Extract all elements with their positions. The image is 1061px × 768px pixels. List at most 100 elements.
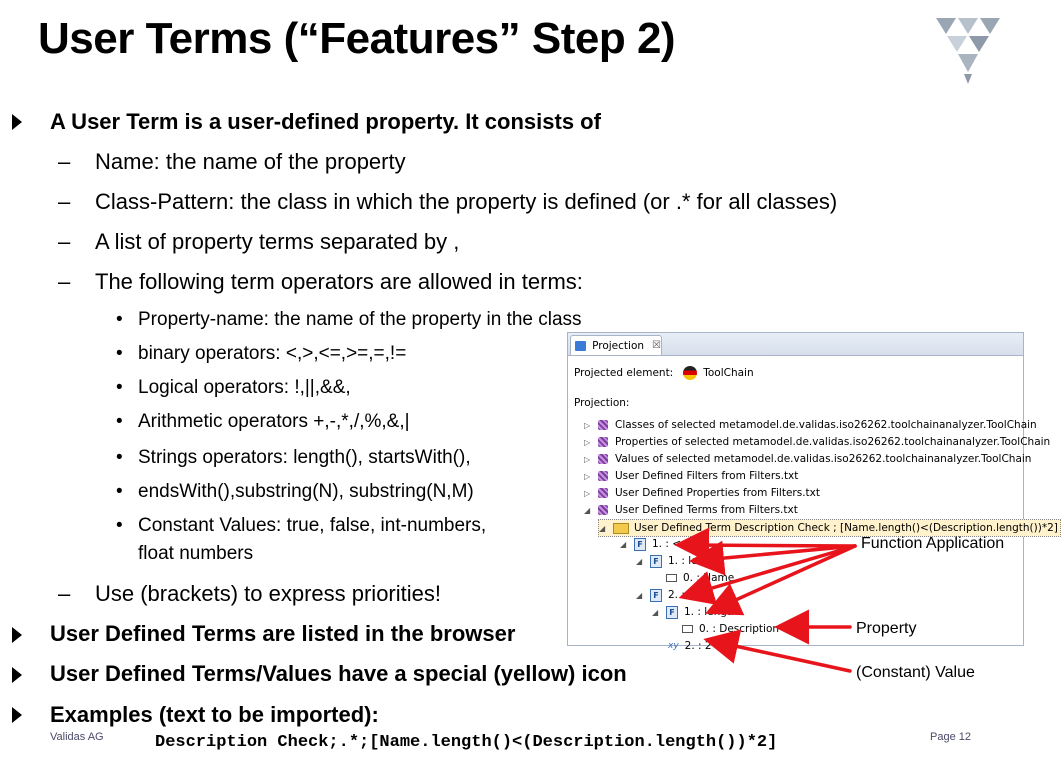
tree-item[interactable]: ◢ F 1. : <: [620, 536, 681, 552]
tree-item-label: 1. : length: [684, 606, 738, 618]
purple-grid-icon: [598, 454, 608, 464]
purple-grid-icon: [598, 420, 608, 430]
yellow-term-icon: [613, 522, 629, 534]
dot-marker: •: [116, 309, 123, 330]
collapse-icon[interactable]: ◢: [636, 590, 643, 600]
collapse-icon[interactable]: ◢: [652, 607, 659, 617]
dash-marker: –: [58, 229, 71, 254]
tree-item[interactable]: ▷ Classes of selected metamodel.de.valid…: [584, 417, 1037, 433]
tree-item-label: 2. : *: [668, 589, 694, 601]
slide-title: User Terms (“Features” Step 2): [38, 14, 676, 63]
tree-item-label: 0. : Description: [699, 623, 780, 635]
dot-marker: •: [116, 411, 123, 432]
purple-grid-icon: [598, 488, 608, 498]
bullet-item: Class-Pattern: the class in which the pr…: [95, 189, 838, 214]
dot-marker: •: [116, 377, 123, 398]
tree-item-label: 2. : 2: [684, 640, 712, 652]
tree-item-label: Classes of selected metamodel.de.validas…: [615, 419, 1037, 431]
tree-item[interactable]: ▷ User Defined Properties from Filters.t…: [584, 485, 820, 501]
tree-item[interactable]: ◢ F 1. : length: [636, 553, 722, 569]
expand-icon[interactable]: ▷: [584, 437, 591, 447]
bullet-arrow-icon: [12, 114, 22, 130]
purple-grid-icon: [598, 437, 608, 447]
function-icon: F: [650, 554, 662, 568]
collapse-icon[interactable]: ◢: [620, 539, 627, 549]
tree-item-label: Values of selected metamodel.de.validas.…: [615, 453, 1032, 465]
bullet-item: Strings operators: length(), startsWith(…: [138, 447, 471, 468]
projected-element-label: Projected element:: [574, 367, 674, 379]
validas-logo-icon: [936, 18, 1000, 84]
annotation-constant-value: (Constant) Value: [856, 664, 975, 681]
tree-item[interactable]: ▷ Properties of selected metamodel.de.va…: [584, 434, 1050, 450]
dot-marker: •: [116, 447, 123, 468]
function-icon: F: [666, 605, 678, 619]
tab-label: Projection: [592, 339, 645, 352]
bullet-item: Constant Values: true, false, int-number…: [138, 515, 487, 536]
expand-icon[interactable]: ▷: [584, 471, 591, 481]
annotation-function-application: Function Application: [861, 535, 1005, 552]
tree-item-label: 1. : length: [668, 555, 722, 567]
projection-view: Projection ☒ Projected element: ToolChai…: [567, 332, 1061, 652]
view-tab-bar: Projection ☒: [568, 333, 1023, 356]
tree-item[interactable]: ◢ F 2. : *: [636, 587, 693, 603]
tree-item-label: User Defined Properties from Filters.txt: [615, 487, 820, 499]
dash-marker: –: [58, 269, 71, 294]
bullet-item: Examples (text to be imported):: [50, 702, 379, 727]
view-icon: [575, 340, 587, 351]
bullet-list: A User Term is a user-defined property. …: [12, 109, 838, 727]
bullet-item-continuation: float numbers: [138, 543, 254, 564]
tree-item-label: User Defined Term Description Check ; [N…: [634, 522, 1058, 534]
tree-item[interactable]: ▷ User Defined Filters from Filters.txt: [584, 468, 798, 484]
purple-grid-icon: [598, 505, 608, 515]
bullet-item: User Defined Terms/Values have a special…: [50, 661, 627, 686]
annotation-property: Property: [856, 620, 917, 637]
property-icon: [682, 625, 693, 633]
projected-element-row: Projected element: ToolChain: [574, 366, 754, 380]
function-icon: F: [650, 588, 662, 602]
dash-marker: –: [58, 149, 71, 174]
tree-item[interactable]: 0. : Description: [682, 621, 779, 637]
tree-item-label: 1. : <: [652, 538, 682, 550]
expand-icon[interactable]: ▷: [584, 420, 591, 430]
tree-item[interactable]: ◢ F 1. : length: [652, 604, 738, 620]
dot-marker: •: [116, 481, 123, 502]
expand-icon[interactable]: ▷: [584, 454, 591, 464]
tab-projection[interactable]: Projection ☒: [570, 335, 662, 355]
purple-grid-icon: [598, 471, 608, 481]
bullet-item: endsWith(),substring(N), substring(N,M): [138, 481, 474, 502]
tree-item-label: User Defined Terms from Filters.txt: [615, 504, 798, 516]
value-icon: xy: [668, 641, 679, 651]
projected-element-value[interactable]: ToolChain: [703, 367, 754, 379]
tree-item[interactable]: ▷ Values of selected metamodel.de.valida…: [584, 451, 1031, 467]
close-icon[interactable]: ☒: [652, 340, 661, 351]
bullet-arrow-icon: [12, 627, 22, 643]
expand-icon[interactable]: ▷: [584, 488, 591, 498]
collapse-icon[interactable]: ◢: [584, 505, 591, 515]
tree-item-label: Properties of selected metamodel.de.vali…: [615, 436, 1051, 448]
tree-item[interactable]: 0. : Name: [666, 570, 734, 586]
tree-item-label: User Defined Filters from Filters.txt: [615, 470, 799, 482]
function-icon: F: [634, 537, 646, 551]
bullet-item: Name: the name of the property: [95, 149, 406, 174]
code-example: Description Check;.*;[Name.length()<(Des…: [155, 733, 778, 752]
dash-marker: –: [58, 189, 71, 214]
collapse-icon[interactable]: ◢: [599, 523, 606, 533]
bullet-item: Arithmetic operators +,-,*,/,%,&,|: [138, 411, 410, 432]
dot-marker: •: [116, 515, 123, 536]
collapse-icon[interactable]: ◢: [636, 556, 643, 566]
footer-company: Validas AG: [50, 731, 104, 743]
bullet-item: A User Term is a user-defined property. …: [50, 109, 601, 134]
german-flag-icon: [683, 366, 698, 380]
bullet-item: A list of property terms separated by ,: [95, 229, 460, 254]
bullet-arrow-icon: [12, 667, 22, 683]
bullet-item: Property-name: the name of the property …: [138, 309, 582, 330]
projection-label: Projection:: [574, 397, 630, 409]
page-number: Page 12: [930, 731, 971, 743]
dash-marker: –: [58, 581, 71, 606]
bullet-item: User Defined Terms are listed in the bro…: [50, 621, 516, 646]
dot-marker: •: [116, 343, 123, 364]
tree-item[interactable]: xy 2. : 2: [668, 638, 712, 654]
bullet-item: Logical operators: !,||,&&,: [138, 377, 351, 398]
tree-item-selected[interactable]: ◢ User Defined Term Description Check ; …: [598, 519, 1061, 537]
tree-item[interactable]: ◢ User Defined Terms from Filters.txt: [584, 502, 798, 518]
